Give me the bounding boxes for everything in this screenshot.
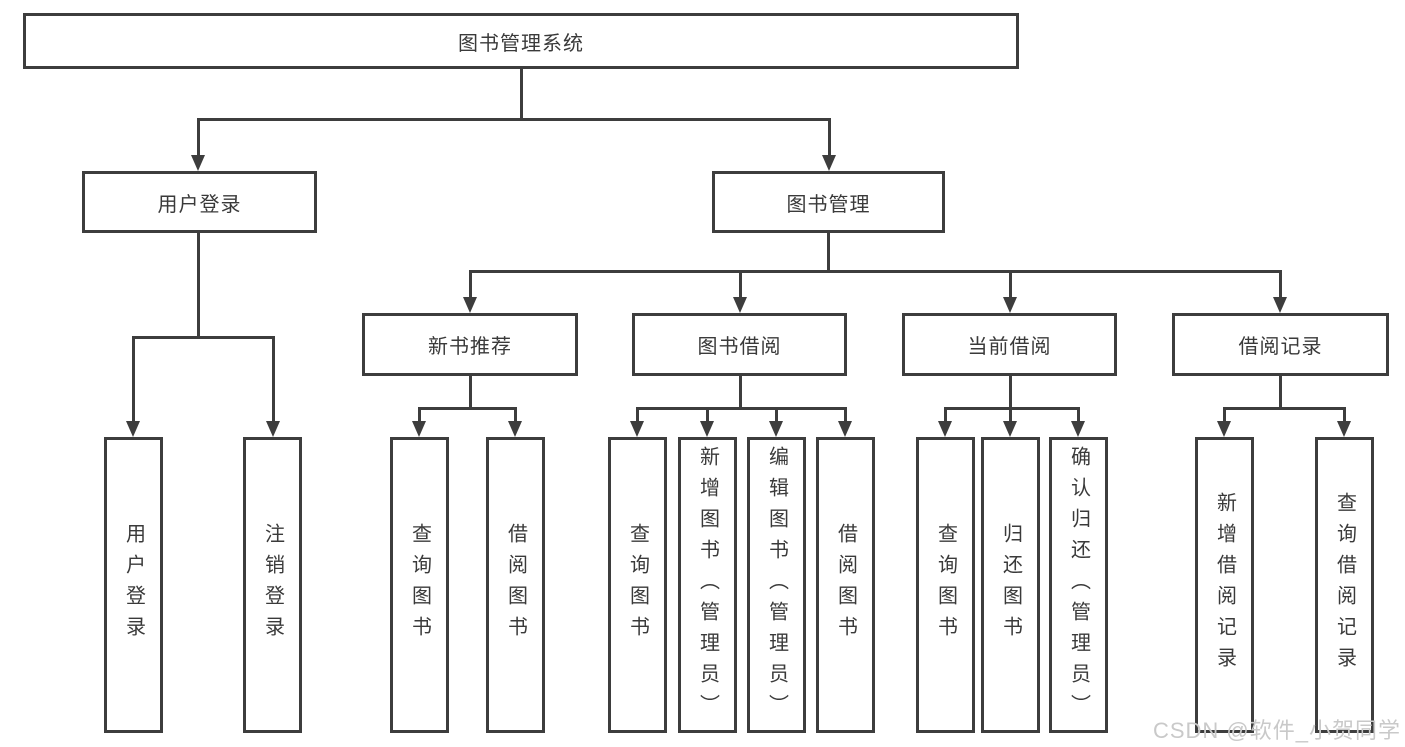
node-library-system-label: 图书管理系统 [458, 32, 584, 55]
node-new-book-recommend: 新书推荐 [362, 313, 578, 376]
connector-borrow-records-stem [1279, 376, 1282, 408]
connector-arrow-leaf [508, 407, 523, 437]
node-book-borrow: 图书借阅 [632, 313, 847, 376]
leaf-label: 归还图书 [999, 523, 1022, 647]
node-leaf-query-books-1: 查询图书 [390, 437, 449, 733]
connector-arrow-leaf [1217, 407, 1232, 437]
node-book-management-label: 图书管理 [786, 193, 871, 216]
connector-arrow-new-book [463, 270, 478, 313]
connector-root-stem [520, 69, 523, 119]
connector-book-borrow-bar [636, 407, 847, 410]
connector-arrow-book-borrow [733, 270, 748, 313]
connector-arrow-leaf [838, 407, 853, 437]
node-leaf-logout: 注销登录 [243, 437, 302, 733]
node-leaf-add-borrow-record: 新增借阅记录 [1195, 437, 1254, 733]
leaf-label: 编辑图书（管理员） [765, 445, 788, 725]
connector-current-borrow-stem [1009, 376, 1012, 408]
connector-book-mgmt-stem [827, 233, 830, 271]
node-new-book-recommend-label: 新书推荐 [428, 336, 512, 358]
connector-current-borrow-bar [945, 407, 1080, 410]
node-leaf-query-books-2: 查询图书 [608, 437, 667, 733]
connector-arrow-user-login [191, 118, 206, 171]
node-borrow-records: 借阅记录 [1172, 313, 1389, 376]
node-borrow-records-label: 借阅记录 [1238, 336, 1323, 358]
connector-new-book-bar [419, 407, 517, 410]
connector-arrow-leaf [630, 407, 645, 437]
connector-arrow-leaf [412, 407, 427, 437]
leaf-label: 确认归还（管理员） [1067, 445, 1090, 725]
node-book-management: 图书管理 [712, 171, 945, 233]
node-leaf-user-login: 用户登录 [104, 437, 163, 733]
connector-new-book-stem [469, 376, 472, 408]
connector-arrow-borrow-records [1273, 270, 1288, 313]
connector-root-bar [197, 118, 831, 121]
node-leaf-query-borrow-record: 查询借阅记录 [1315, 437, 1374, 733]
node-library-system: 图书管理系统 [23, 13, 1019, 69]
connector-borrow-records-bar [1224, 407, 1346, 410]
node-leaf-edit-book-admin: 编辑图书（管理员） [747, 437, 806, 733]
connector-arrow-logout-leaf [266, 336, 281, 437]
connector-book-mgmt-bar [469, 270, 1282, 273]
leaf-label: 新增借阅记录 [1213, 492, 1236, 678]
connector-arrow-leaf [1071, 407, 1086, 437]
connector-arrow-leaf [769, 407, 784, 437]
connector-arrow-book-management [822, 118, 837, 171]
connector-arrow-login-leaf [126, 336, 141, 437]
connector-arrow-leaf [1337, 407, 1352, 437]
node-book-borrow-label: 图书借阅 [697, 336, 782, 358]
leaf-label: 查询图书 [626, 523, 649, 647]
node-leaf-return-books: 归还图书 [981, 437, 1040, 733]
node-current-borrow: 当前借阅 [902, 313, 1117, 376]
leaf-label: 注销登录 [261, 523, 284, 647]
leaf-label: 新增图书（管理员） [696, 445, 719, 725]
connector-arrow-leaf [938, 407, 953, 437]
node-user-login: 用户登录 [82, 171, 317, 233]
node-leaf-query-books-3: 查询图书 [916, 437, 975, 733]
csdn-watermark: CSDN @软件_小贺同学 [1152, 718, 1401, 743]
leaf-label: 借阅图书 [834, 523, 857, 647]
leaf-label: 用户登录 [122, 523, 145, 647]
connector-user-login-stem [197, 233, 200, 337]
connector-arrow-leaf [1003, 407, 1018, 437]
node-leaf-confirm-return-admin: 确认归还（管理员） [1049, 437, 1108, 733]
connector-book-borrow-stem [739, 376, 742, 408]
connector-arrow-current-borrow [1003, 270, 1018, 313]
leaf-label: 查询借阅记录 [1333, 492, 1356, 678]
node-user-login-label: 用户登录 [157, 193, 242, 216]
node-leaf-add-book-admin: 新增图书（管理员） [678, 437, 737, 733]
connector-arrow-leaf [700, 407, 715, 437]
connector-user-login-bar [133, 336, 275, 339]
leaf-label: 借阅图书 [504, 523, 527, 647]
leaf-label: 查询图书 [934, 523, 957, 647]
node-current-borrow-label: 当前借阅 [967, 336, 1052, 358]
node-leaf-borrow-books-1: 借阅图书 [486, 437, 545, 733]
leaf-label: 查询图书 [408, 523, 431, 647]
node-leaf-borrow-books-2: 借阅图书 [816, 437, 875, 733]
